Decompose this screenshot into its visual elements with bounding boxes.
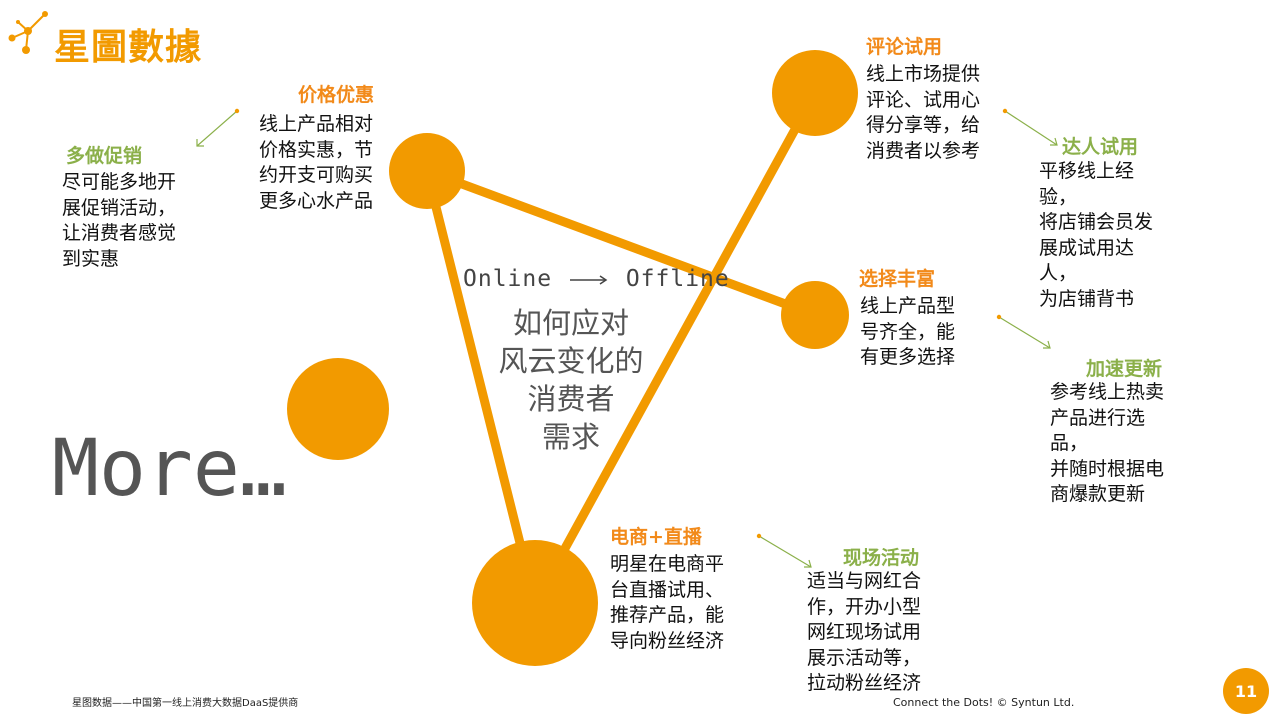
promo-title: 多做促销 xyxy=(66,145,143,167)
node-more-circle xyxy=(287,358,389,460)
node-selection-circle xyxy=(781,281,849,349)
connector-price-live xyxy=(422,169,540,605)
node-price-circle xyxy=(389,133,465,209)
brand-logo: 星圖數據 xyxy=(54,27,203,68)
node-review-circle xyxy=(772,50,858,136)
more-label: More… xyxy=(52,424,287,514)
offline-label: Offline xyxy=(625,266,730,292)
page-number-badge: 11 xyxy=(1223,668,1269,714)
node-live-circle xyxy=(472,540,598,666)
review-body: 线上市场提供 评论、试用心 得分享等，给 消费者以参考 xyxy=(866,63,981,162)
arrow-to-event xyxy=(756,533,812,568)
selection-body: 线上产品型 号齐全，能 有更多选择 xyxy=(860,295,956,368)
event-body: 适当与网红合 作，开办小型 网红现场试用 展示活动等， 拉动粉丝经济 xyxy=(807,570,922,694)
selection-title: 选择丰富 xyxy=(859,268,936,290)
connector-price-selection xyxy=(425,166,817,320)
update-body: 参考线上热卖 产品进行选 品， 并随时根据电 商爆款更新 xyxy=(1050,381,1165,505)
review-title: 评论试用 xyxy=(866,36,943,58)
update-title: 加速更新 xyxy=(1086,358,1163,380)
online-offline-label: Online Offline xyxy=(463,266,730,292)
online-label: Online xyxy=(463,266,553,292)
event-title: 现场活动 xyxy=(843,547,920,569)
logo-icon xyxy=(8,11,48,54)
connector-lines xyxy=(422,90,819,606)
arrow-to-update xyxy=(996,314,1051,349)
right-arrow-icon xyxy=(569,274,608,285)
footer-tagline: 星图数据——中国第一线上消费大数据DaaS提供商 xyxy=(72,698,299,709)
connector-review-live xyxy=(531,90,819,606)
live-title: 电商+直播 xyxy=(610,526,702,548)
influencer-title: 达人试用 xyxy=(1062,136,1139,158)
arrow-to-promo xyxy=(196,108,240,147)
influencer-body: 平移线上经 验， 将店铺会员发 展成试用达 人， 为店铺背书 xyxy=(1039,160,1154,310)
promo-body: 尽可能多地开 展促销活动， 让消费者感觉 到实惠 xyxy=(62,171,177,270)
footer-copyright: Connect the Dots! © Syntun Ltd. xyxy=(893,696,1075,709)
price-body: 线上产品相对 价格实惠，节 约开支可购买 更多心水产品 xyxy=(259,113,374,212)
center-question: 如何应对 风云变化的 消费者 需求 xyxy=(498,306,644,454)
price-title: 价格优惠 xyxy=(298,84,375,106)
arrow-to-influencer xyxy=(1002,108,1058,146)
live-body: 明星在电商平 台直播试用、 推荐产品，能 导向粉丝经济 xyxy=(610,553,725,652)
